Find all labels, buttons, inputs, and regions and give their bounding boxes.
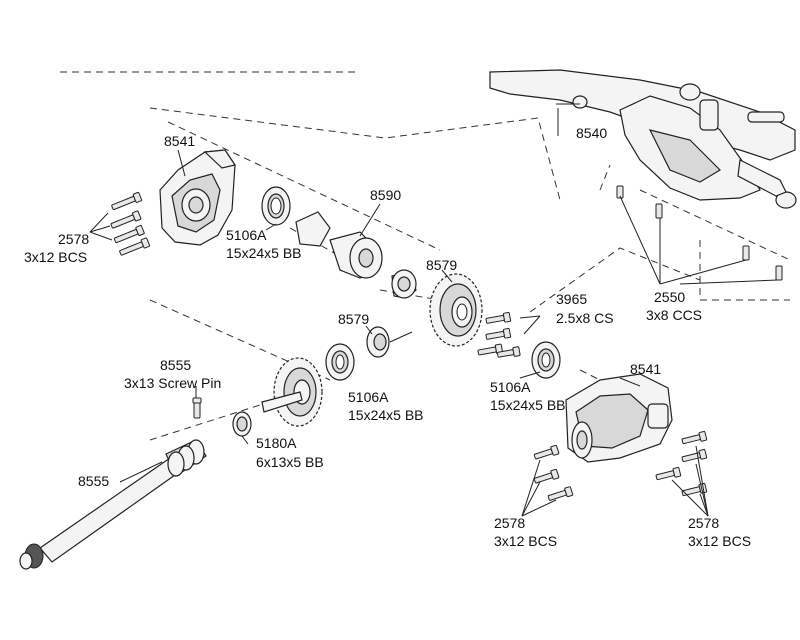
leader-lines xyxy=(89,103,779,517)
callout-bearing-small-desc: 6x13x5 BB xyxy=(256,454,324,470)
callout-bearing-mid-num: 5106A xyxy=(348,389,389,405)
callout-pin-num: 8555 xyxy=(160,357,191,373)
callout-chassis-mount: 8540 xyxy=(576,125,607,141)
callout-screws-bottom-right-desc: 3x12 BCS xyxy=(688,533,751,549)
bearing-right xyxy=(531,341,561,379)
bearing-small xyxy=(232,411,252,437)
callout-bearing-right-num: 5106A xyxy=(490,379,531,395)
callout-bearing-top-num: 5106A xyxy=(226,227,267,243)
callout-ring-gear: 8579 xyxy=(426,257,457,273)
bearing-top xyxy=(261,186,291,226)
pinion-gear xyxy=(366,326,413,358)
bottom-left-screws xyxy=(533,444,574,501)
chassis-screws xyxy=(616,185,783,281)
bearing-middle xyxy=(325,343,355,381)
callout-bearing-small-num: 5180A xyxy=(256,435,297,451)
spur-gear-assembly xyxy=(261,357,323,427)
left-housing-screws xyxy=(110,191,151,256)
diff-output-assembly xyxy=(295,211,417,299)
callout-bearing-mid-desc: 15x24x5 BB xyxy=(348,407,424,423)
callout-bearing-top-desc: 15x24x5 BB xyxy=(226,245,302,261)
callout-housing-right: 8541 xyxy=(630,361,661,377)
right-gear-housing xyxy=(565,373,673,463)
callout-ring-screws-desc: 2.5x8 CS xyxy=(556,310,614,326)
chassis-mount-part xyxy=(489,69,797,209)
callout-screws-left-num: 2578 xyxy=(58,231,89,247)
callout-screws-left-desc: 3x12 BCS xyxy=(24,249,87,265)
callout-driveshaft: 8555 xyxy=(78,473,109,489)
callout-chassis-screws-desc: 3x8 CCS xyxy=(646,307,702,323)
callout-screws-bottom-right-num: 2578 xyxy=(688,515,719,531)
ring-gear xyxy=(429,273,483,347)
callout-bearing-right-desc: 15x24x5 BB xyxy=(490,397,566,413)
callout-housing-left: 8541 xyxy=(164,133,195,149)
callout-ring-screws-num: 3965 xyxy=(556,291,587,307)
callout-pinion: 8579 xyxy=(338,311,369,327)
callout-pin-desc: 3x13 Screw Pin xyxy=(124,375,221,391)
callout-screws-bottom-left-desc: 3x12 BCS xyxy=(494,533,557,549)
bottom-right-screws xyxy=(655,430,708,497)
callout-chassis-screws-num: 2550 xyxy=(654,289,685,305)
callout-labels: 8541 2578 3x12 BCS 5106A 15x24x5 BB 8590… xyxy=(24,125,751,549)
driveshaft xyxy=(19,439,207,570)
callout-diff-output: 8590 xyxy=(370,187,401,203)
callout-screws-bottom-left-num: 2578 xyxy=(494,515,525,531)
left-gear-housing xyxy=(159,149,236,246)
assembly-guide-lines xyxy=(60,71,791,441)
screw-pin xyxy=(192,397,202,419)
ring-gear-screws xyxy=(477,311,521,358)
